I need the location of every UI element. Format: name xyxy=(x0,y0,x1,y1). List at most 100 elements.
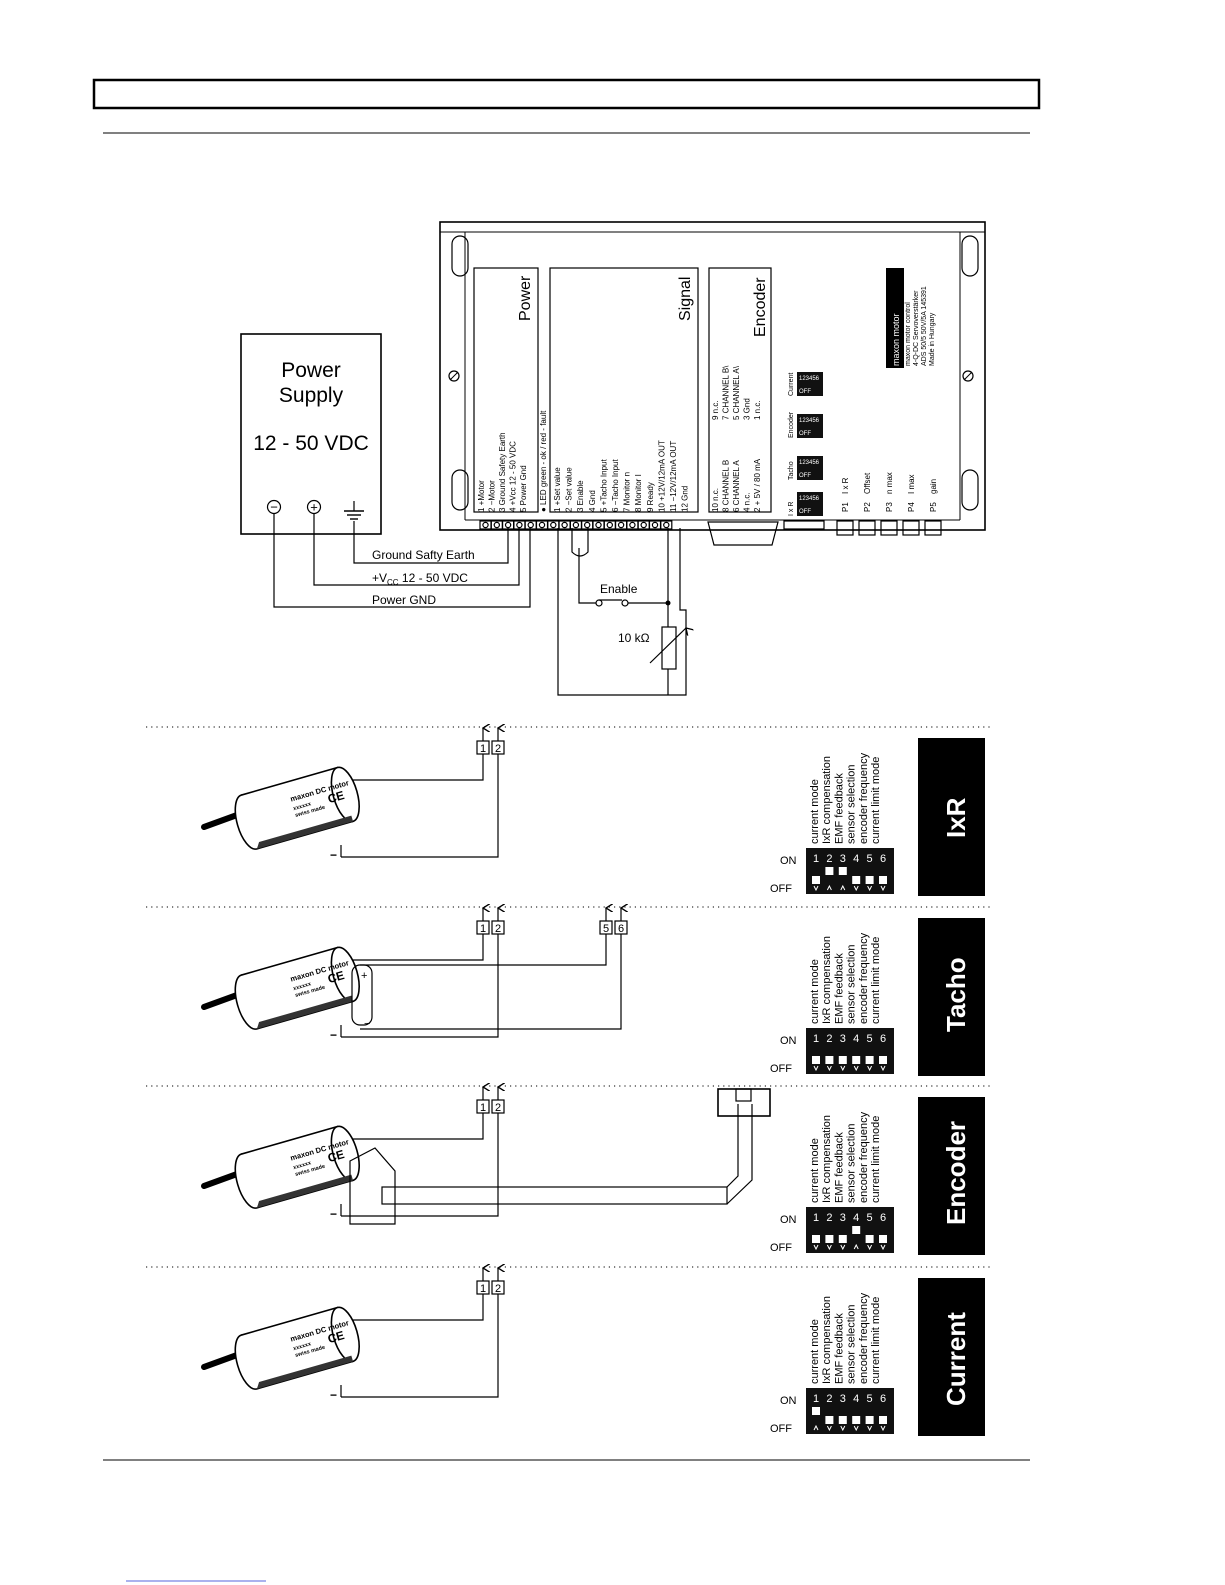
dip-switch-toggle[interactable] xyxy=(812,876,820,884)
dip-switch-toggle[interactable] xyxy=(865,876,874,884)
switch-function-label: IxR compensation xyxy=(821,1296,833,1384)
terminal-strip xyxy=(479,520,673,530)
mode-title: Tacho xyxy=(941,957,971,1032)
potentiometer-knob[interactable] xyxy=(836,520,854,536)
signal-pin-label: 6 −Tacho Input xyxy=(611,459,620,512)
potentiometer-id: P5 xyxy=(929,502,938,512)
potentiometer-knob[interactable] xyxy=(924,520,942,536)
dip-switch-toggle[interactable] xyxy=(838,1416,847,1424)
potentiometer-knob[interactable] xyxy=(902,520,920,536)
dip-switch-toggle[interactable] xyxy=(825,1056,834,1064)
dip-switch-toggle[interactable] xyxy=(852,876,861,884)
dip-switch-toggle[interactable] xyxy=(879,1056,887,1064)
dip-switch-toggle[interactable] xyxy=(852,1056,861,1064)
switch-function-label: IxR compensation xyxy=(821,936,833,1024)
power-supply: Power Supply 12 - 50 VDC − + xyxy=(240,333,382,535)
signal-wiring: Enable 10 kΩ xyxy=(557,528,686,696)
dip-switch-toggle[interactable] xyxy=(838,867,847,875)
screw-terminal[interactable] xyxy=(637,520,650,530)
header-frame xyxy=(92,78,1041,110)
switch-number: 3 xyxy=(840,1212,846,1224)
pin-number: 1 xyxy=(480,923,486,935)
mounting-slot xyxy=(451,469,469,511)
potentiometer-knob[interactable] xyxy=(858,520,876,536)
svg-text:OFF: OFF xyxy=(799,431,811,437)
signal-pin-label: 12 Gnd xyxy=(681,486,690,512)
dip-switch-toggle[interactable] xyxy=(825,867,834,875)
switch-number: 4 xyxy=(853,853,859,865)
dip-switch-toggle[interactable] xyxy=(812,1235,820,1243)
encoder-pin-label: 2 + 5V / 80 mA xyxy=(753,458,762,512)
switch-number: 1 xyxy=(813,1033,819,1045)
dip-switch-toggle[interactable] xyxy=(879,1235,887,1243)
dip-switch-toggle[interactable] xyxy=(865,1235,874,1243)
signal-pin-label: 8 Monitor I xyxy=(634,474,643,512)
svg-text:xxxxxx: xxxxxx xyxy=(293,801,313,812)
dip-switch-toggle[interactable] xyxy=(825,1235,834,1243)
dip-switch-toggle[interactable] xyxy=(812,1056,820,1064)
dip-switch-toggle[interactable] xyxy=(879,876,887,884)
switch-function-label: current limit mode xyxy=(870,937,882,1024)
screw-terminal[interactable] xyxy=(569,520,583,530)
switch-on-label: ON xyxy=(780,1035,797,1047)
dip-switch-panel xyxy=(806,848,894,894)
screw-terminal[interactable] xyxy=(535,520,549,530)
brand-label-line: Made in Hungary xyxy=(929,312,936,366)
enable-switch-label: Enable xyxy=(600,582,638,596)
dip-switch-toggle[interactable] xyxy=(812,1407,820,1415)
motor-minus: − xyxy=(330,1207,337,1221)
screw-terminal[interactable] xyxy=(603,520,616,530)
screw-terminal[interactable] xyxy=(513,520,526,530)
screw-terminal[interactable] xyxy=(524,520,537,530)
dip-switch-toggle[interactable] xyxy=(852,1226,861,1234)
motor-minus: − xyxy=(330,1028,337,1042)
switch-number: 1 xyxy=(813,853,819,865)
screw-terminal[interactable] xyxy=(660,520,673,530)
switch-number: 2 xyxy=(826,1033,832,1045)
dip-switch-toggle[interactable] xyxy=(879,1416,887,1424)
screw-terminal[interactable] xyxy=(490,520,503,530)
switch-number: 1 xyxy=(813,1212,819,1224)
brand-label-band xyxy=(886,268,904,368)
screw-terminal[interactable] xyxy=(626,520,639,530)
encoder-section-box xyxy=(708,267,772,513)
dip-switch-toggle[interactable] xyxy=(838,1235,847,1243)
potentiometer-id: P1 xyxy=(841,502,850,512)
switch-number: 3 xyxy=(840,853,846,865)
controller-housing xyxy=(439,221,986,531)
screw-terminal[interactable] xyxy=(558,520,571,530)
dip-switch-label: Tacho xyxy=(788,461,795,480)
switch-number: 2 xyxy=(826,1393,832,1405)
dip-switch-toggle[interactable] xyxy=(852,1416,861,1424)
potentiometer-knob[interactable] xyxy=(880,520,898,536)
potentiometer-id: P3 xyxy=(885,502,894,512)
encoder-housing xyxy=(349,1147,396,1225)
dip-switch-toggle[interactable] xyxy=(825,1416,834,1424)
screw-terminal[interactable] xyxy=(648,520,662,530)
pin-number: 1 xyxy=(480,1102,486,1114)
screw-terminal[interactable] xyxy=(547,520,560,530)
screw-terminal[interactable] xyxy=(592,520,605,530)
potentiometer-name: I max xyxy=(907,474,916,494)
power-supply-title-2: Supply xyxy=(279,384,344,407)
screw-terminal[interactable] xyxy=(581,520,594,530)
dip-switch-toggle[interactable] xyxy=(838,1056,847,1064)
svg-text:xxxxxx: xxxxxx xyxy=(293,1160,313,1171)
dip-switch-toggle[interactable] xyxy=(865,1416,874,1424)
screw-terminal[interactable] xyxy=(502,520,515,530)
screw-terminal[interactable] xyxy=(479,520,492,530)
tacho-plus: + xyxy=(361,970,367,982)
screw-terminal[interactable] xyxy=(614,520,628,530)
svg-text:OFF: OFF xyxy=(799,389,811,395)
dip-switch-toggle[interactable] xyxy=(865,1056,874,1064)
switch-off-label: OFF xyxy=(770,1063,792,1075)
